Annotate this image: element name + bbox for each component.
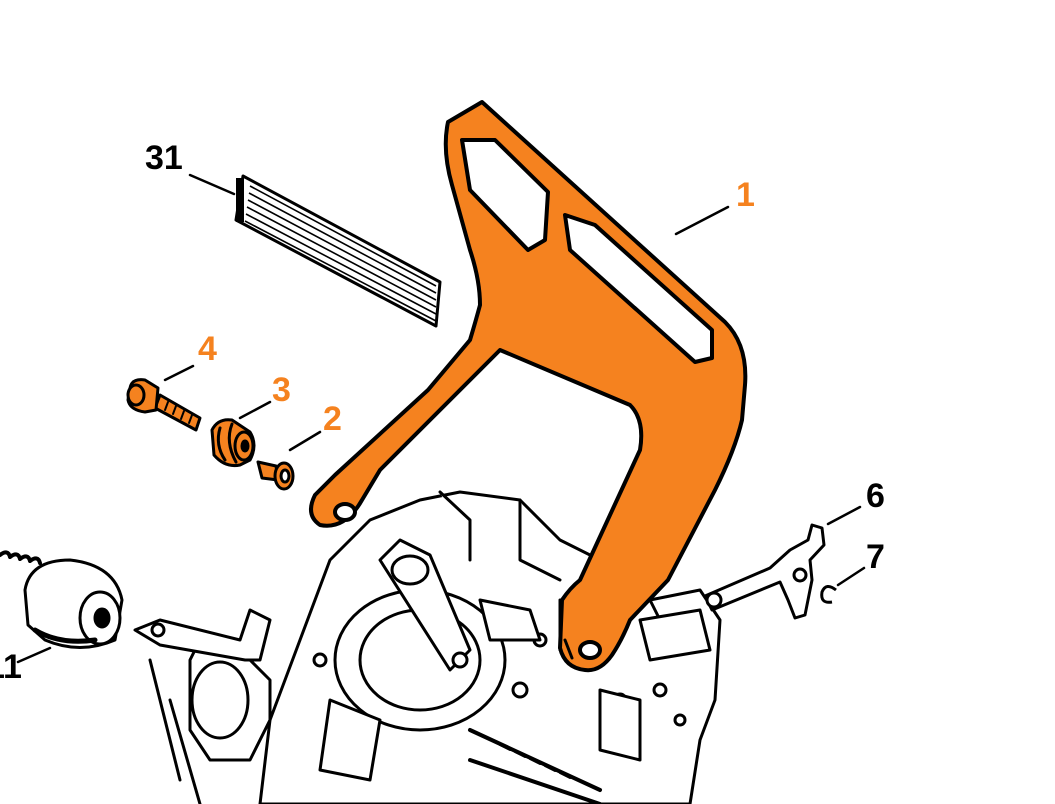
callout-31: 31 (145, 139, 183, 177)
callout-1: 1 (736, 176, 755, 214)
e-clip-part (820, 585, 837, 604)
callout-11: 11 (0, 648, 22, 686)
leader-lines (16, 173, 866, 664)
callout-7: 7 (866, 538, 885, 576)
bushing-part (256, 460, 295, 491)
left-mount-pieces (133, 608, 272, 804)
instruction-label-part (234, 174, 442, 328)
annular-buffer-part (210, 418, 256, 467)
callout-2: 2 (323, 400, 342, 438)
callout-3: 3 (272, 371, 291, 409)
hand-guard-part (309, 100, 748, 673)
annular-buffer-left-part (0, 550, 124, 649)
lever-part (703, 523, 826, 620)
shoulder-screw-part (126, 378, 202, 432)
callout-6: 6 (866, 477, 885, 515)
callout-4: 4 (198, 330, 217, 368)
